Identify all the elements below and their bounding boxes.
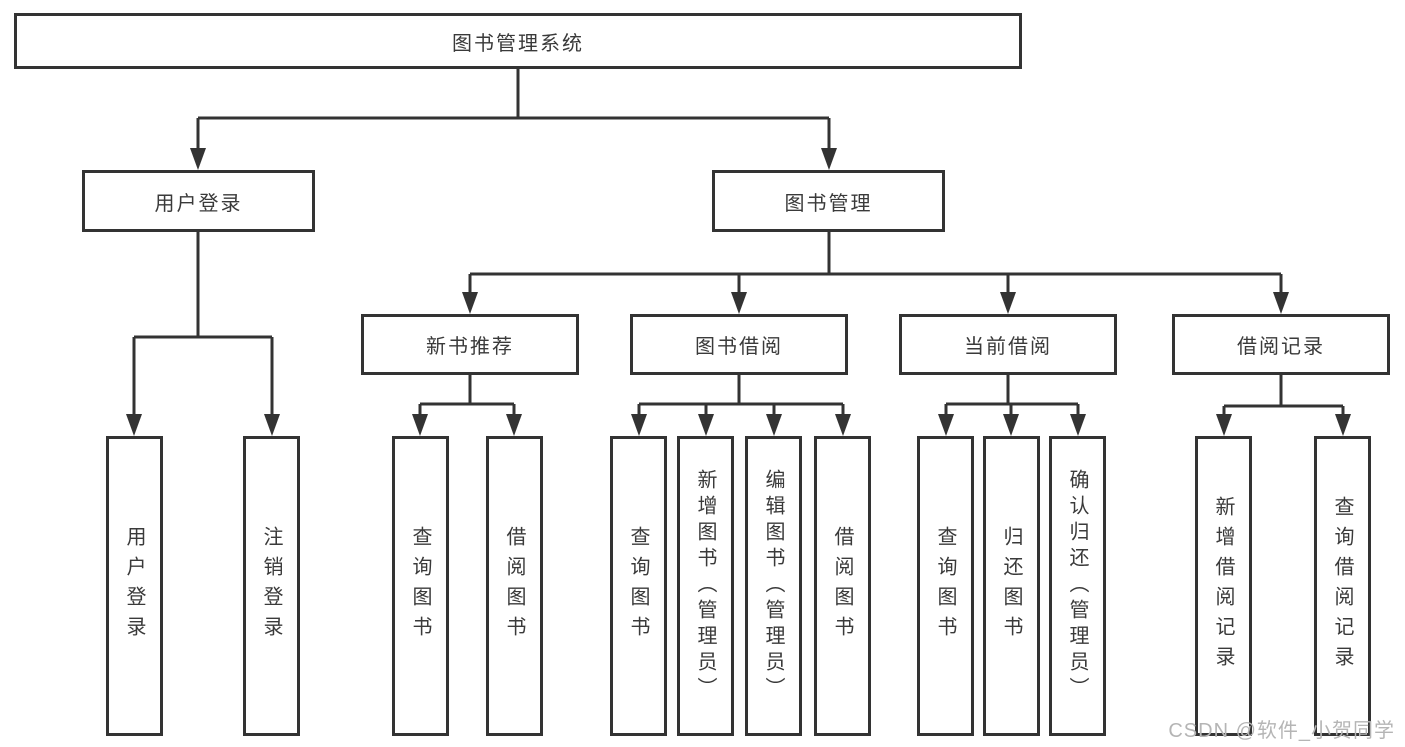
leaf-logout: 注销登录	[243, 436, 300, 736]
leaf-return-books: 归还图书	[983, 436, 1040, 736]
node-label: 确认归还（管理员）	[1066, 469, 1088, 703]
node-label: 新增图书（管理员）	[694, 469, 716, 703]
node-label: 借阅图书	[831, 526, 853, 646]
node-label: 新书推荐	[426, 336, 514, 358]
node-label: 归还图书	[1000, 526, 1022, 646]
node-root-system: 图书管理系统	[14, 13, 1022, 69]
node-label: 查询图书	[934, 526, 956, 646]
node-label: 查询借阅记录	[1331, 496, 1353, 676]
node-label: 查询图书	[409, 526, 431, 646]
leaf-add-borrow-record: 新增借阅记录	[1195, 436, 1252, 736]
leaf-query-books-borrow: 查询图书	[610, 436, 667, 736]
node-label: 当前借阅	[964, 336, 1052, 358]
node-user-login: 用户登录	[82, 170, 315, 232]
node-new-book-recommendation: 新书推荐	[361, 314, 579, 375]
node-label: 编辑图书（管理员）	[762, 469, 784, 703]
node-current-borrowing: 当前借阅	[899, 314, 1117, 375]
node-label: 图书管理系统	[452, 32, 584, 55]
node-label: 借阅记录	[1237, 336, 1325, 358]
leaf-confirm-return-admin: 确认归还（管理员）	[1049, 436, 1106, 736]
leaf-edit-books-admin: 编辑图书（管理员）	[745, 436, 802, 736]
node-label: 用户登录	[154, 192, 243, 215]
node-label: 用户登录	[123, 526, 145, 646]
watermark: CSDN @软件_小贺同学	[1168, 720, 1395, 742]
leaf-add-books-admin: 新增图书（管理员）	[677, 436, 734, 736]
leaf-query-borrow-record: 查询借阅记录	[1314, 436, 1371, 736]
node-book-management: 图书管理	[712, 170, 945, 232]
node-label: 图书管理	[784, 192, 873, 215]
node-label: 借阅图书	[503, 526, 525, 646]
leaf-borrow-books: 借阅图书	[814, 436, 871, 736]
leaf-borrow-books-recommend: 借阅图书	[486, 436, 543, 736]
node-label: 注销登录	[260, 526, 282, 646]
node-label: 新增借阅记录	[1212, 496, 1234, 676]
node-label: 查询图书	[627, 526, 649, 646]
leaf-query-books-recommend: 查询图书	[392, 436, 449, 736]
node-book-borrowing: 图书借阅	[630, 314, 848, 375]
leaf-user-login: 用户登录	[106, 436, 163, 736]
node-label: 图书借阅	[695, 336, 783, 358]
leaf-query-books-current: 查询图书	[917, 436, 974, 736]
node-borrowing-records: 借阅记录	[1172, 314, 1390, 375]
